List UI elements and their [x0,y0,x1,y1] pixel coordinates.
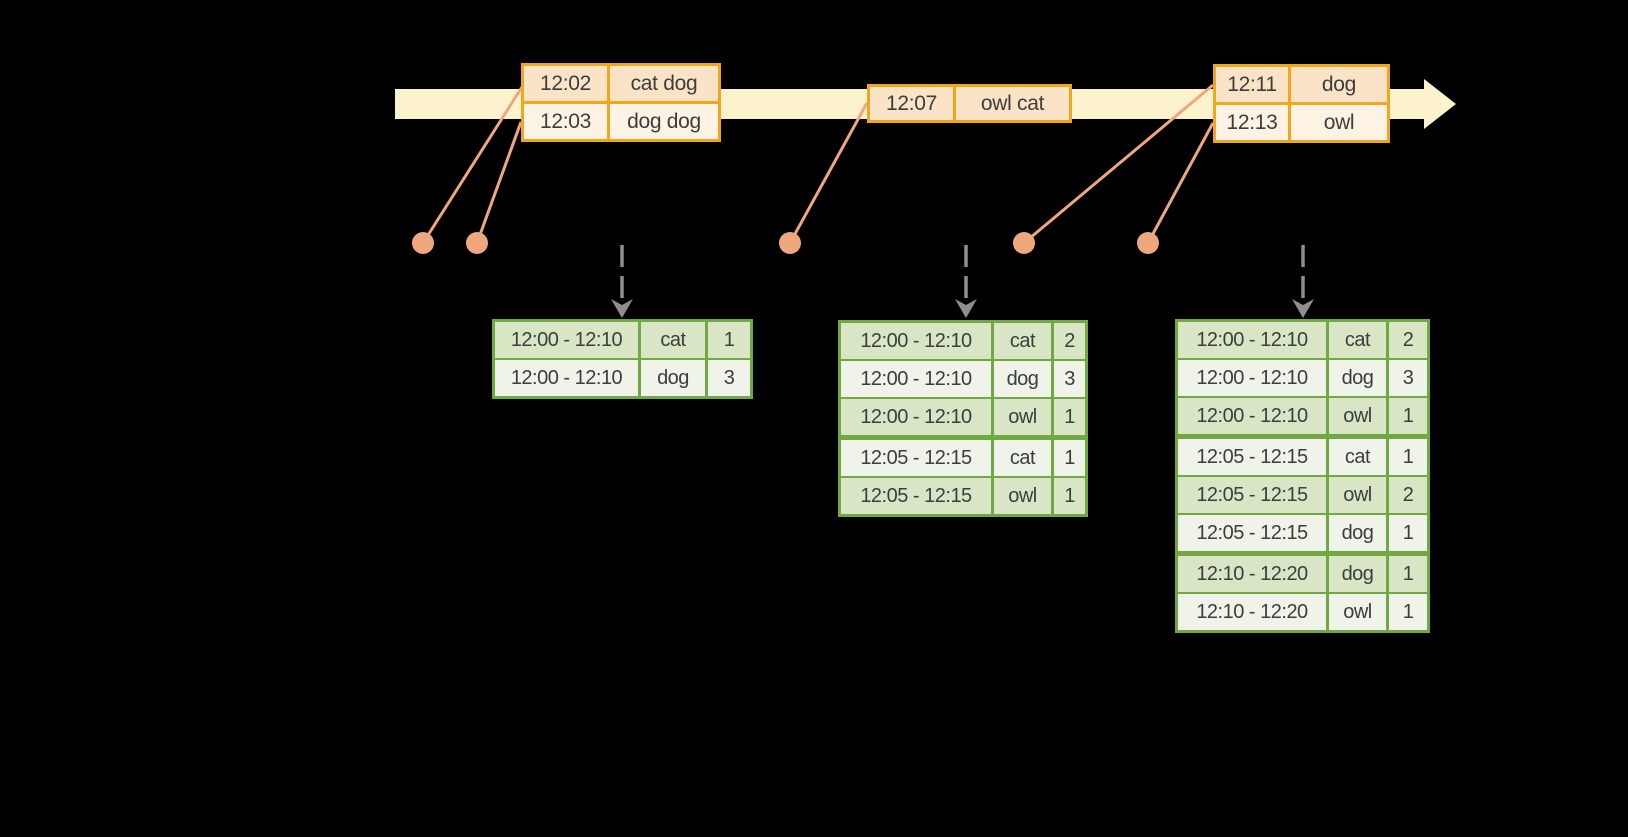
window-cell: 12:05 - 12:15 [1178,515,1326,551]
window-cell: 12:00 - 12:10 [1178,322,1326,358]
event-time-cell: 12:13 [1216,105,1288,140]
event-words-cell: dog dog [610,104,718,139]
input-events-table-1: 12:02 cat dog 12:03 dog dog [521,63,721,142]
result-row: 12:00 - 12:10 cat 1 [495,322,750,358]
result-table-2: 12:00 - 12:10 cat 2 12:00 - 12:10 dog 3 … [838,320,1088,517]
window-cell: 12:10 - 12:20 [1178,556,1326,592]
count-cell: 1 [1389,515,1427,551]
event-dot [1013,232,1035,254]
result-row: 12:05 - 12:15 cat 1 [841,440,1085,476]
count-cell: 1 [1389,556,1427,592]
count-cell: 3 [708,360,750,396]
input-events-table-2: 12:07 owl cat [867,84,1072,123]
result-row: 12:05 - 12:15 owl 2 [1178,477,1427,513]
result-row: 12:00 - 12:10 dog 3 [1178,360,1427,396]
count-cell: 1 [708,322,750,358]
count-cell: 1 [1054,399,1085,435]
window-cell: 12:10 - 12:20 [1178,594,1326,630]
result-table-3: 12:00 - 12:10 cat 2 12:00 - 12:10 dog 3 … [1175,319,1430,633]
event-row: 12:11 dog [1216,67,1387,102]
input-events-table-3: 12:11 dog 12:13 owl [1213,64,1390,143]
word-cell: dog [1329,515,1386,551]
count-cell: 2 [1389,322,1427,358]
event-dot [466,232,488,254]
event-time-cell: 12:11 [1216,67,1288,102]
window-cell: 12:05 - 12:15 [841,440,991,476]
window-cell: 12:00 - 12:10 [841,399,991,435]
event-words-cell: dog [1291,67,1387,102]
result-row: 12:10 - 12:20 dog 1 [1178,556,1427,592]
word-cell: owl [1329,398,1386,434]
result-row: 12:00 - 12:10 dog 3 [841,361,1085,397]
count-cell: 3 [1389,360,1427,396]
event-words-cell: cat dog [610,66,718,101]
window-cell: 12:05 - 12:15 [1178,477,1326,513]
result-row: 12:00 - 12:10 owl 1 [841,399,1085,435]
count-cell: 1 [1389,398,1427,434]
result-row: 12:05 - 12:15 cat 1 [1178,439,1427,475]
count-cell: 1 [1389,439,1427,475]
word-cell: owl [1329,594,1386,630]
event-dot [412,232,434,254]
result-row: 12:05 - 12:15 owl 1 [841,478,1085,514]
word-cell: dog [1329,360,1386,396]
timeline-arrowhead-icon [1424,79,1456,129]
event-time-cell: 12:03 [524,104,607,139]
word-cell: cat [641,322,705,358]
word-cell: dog [994,361,1051,397]
count-cell: 1 [1389,594,1427,630]
window-cell: 12:00 - 12:10 [1178,398,1326,434]
count-cell: 2 [1389,477,1427,513]
word-cell: cat [994,440,1051,476]
result-row: 12:05 - 12:15 dog 1 [1178,515,1427,551]
trigger-arrow-icon [955,245,977,318]
word-cell: owl [994,478,1051,514]
event-words-cell: owl cat [956,87,1069,120]
event-row: 12:07 owl cat [870,87,1069,120]
count-cell: 1 [1054,440,1085,476]
trigger-arrow-icon [611,245,633,318]
word-cell: cat [994,323,1051,359]
event-words-cell: owl [1291,105,1387,140]
event-dot [1137,232,1159,254]
event-connector-line [1146,122,1215,244]
count-cell: 3 [1054,361,1085,397]
event-connector-line [475,121,523,244]
event-connector-line [421,86,524,244]
result-row: 12:10 - 12:20 owl 1 [1178,594,1427,630]
event-row: 12:03 dog dog [524,104,718,139]
result-table-1: 12:00 - 12:10 cat 1 12:00 - 12:10 dog 3 [492,319,753,399]
count-cell: 2 [1054,323,1085,359]
event-time-cell: 12:07 [870,87,953,120]
window-cell: 12:00 - 12:10 [495,360,638,396]
window-cell: 12:00 - 12:10 [1178,360,1326,396]
event-connector-line [788,102,869,244]
event-dot [779,232,801,254]
event-time-cell: 12:02 [524,66,607,101]
event-connector-line [1023,83,1214,245]
result-row: 12:00 - 12:10 cat 2 [1178,322,1427,358]
window-cell: 12:05 - 12:15 [841,478,991,514]
window-cell: 12:00 - 12:10 [841,361,991,397]
window-cell: 12:00 - 12:10 [495,322,638,358]
result-row: 12:00 - 12:10 owl 1 [1178,398,1427,434]
result-row: 12:00 - 12:10 dog 3 [495,360,750,396]
event-row: 12:13 owl [1216,105,1387,140]
window-cell: 12:05 - 12:15 [1178,439,1326,475]
trigger-arrow-icon [1292,245,1314,318]
word-cell: owl [1329,477,1386,513]
word-cell: dog [641,360,705,396]
event-row: 12:02 cat dog [524,66,718,101]
word-cell: owl [994,399,1051,435]
word-cell: cat [1329,322,1386,358]
word-cell: dog [1329,556,1386,592]
word-cell: cat [1329,439,1386,475]
window-cell: 12:00 - 12:10 [841,323,991,359]
result-row: 12:00 - 12:10 cat 2 [841,323,1085,359]
count-cell: 1 [1054,478,1085,514]
